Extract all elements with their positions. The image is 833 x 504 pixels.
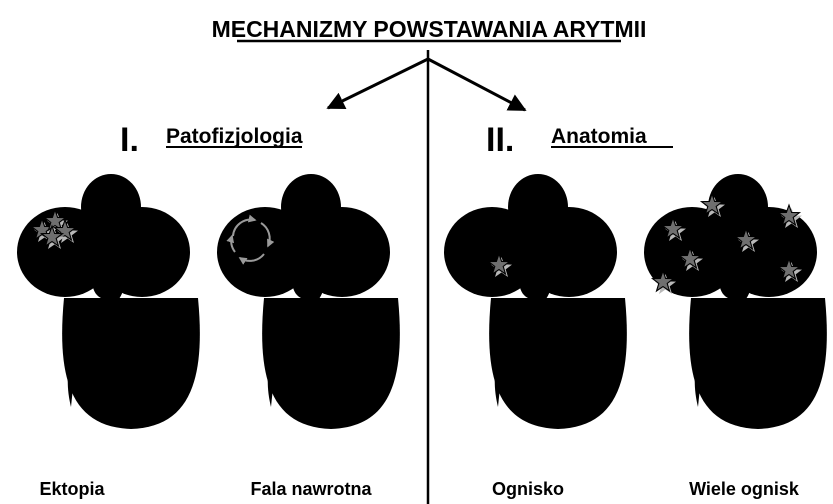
caption-fala-nawrotna: Fala nawrotna xyxy=(250,479,372,499)
heart-ektopia xyxy=(17,174,200,429)
section-label-2: Anatomia xyxy=(551,125,647,148)
caption-ektopia: Ektopia xyxy=(39,479,105,499)
heart-wiele-ognisk xyxy=(644,174,827,429)
arrow-left xyxy=(328,59,428,108)
section-label-1: Patofizjologia xyxy=(166,125,303,148)
heart-ognisko xyxy=(444,174,627,429)
arrow-right xyxy=(428,59,525,110)
diagram-title: MECHANIZMY POWSTAWANIA ARYTMII xyxy=(212,16,647,42)
caption-ognisko: Ognisko xyxy=(492,479,564,499)
section-numeral-1: I. xyxy=(120,121,139,159)
heart-fala-nawrotna xyxy=(217,174,400,429)
caption-wiele-ognisk: Wiele ognisk xyxy=(689,479,800,499)
section-numeral-2: II. xyxy=(486,121,514,159)
